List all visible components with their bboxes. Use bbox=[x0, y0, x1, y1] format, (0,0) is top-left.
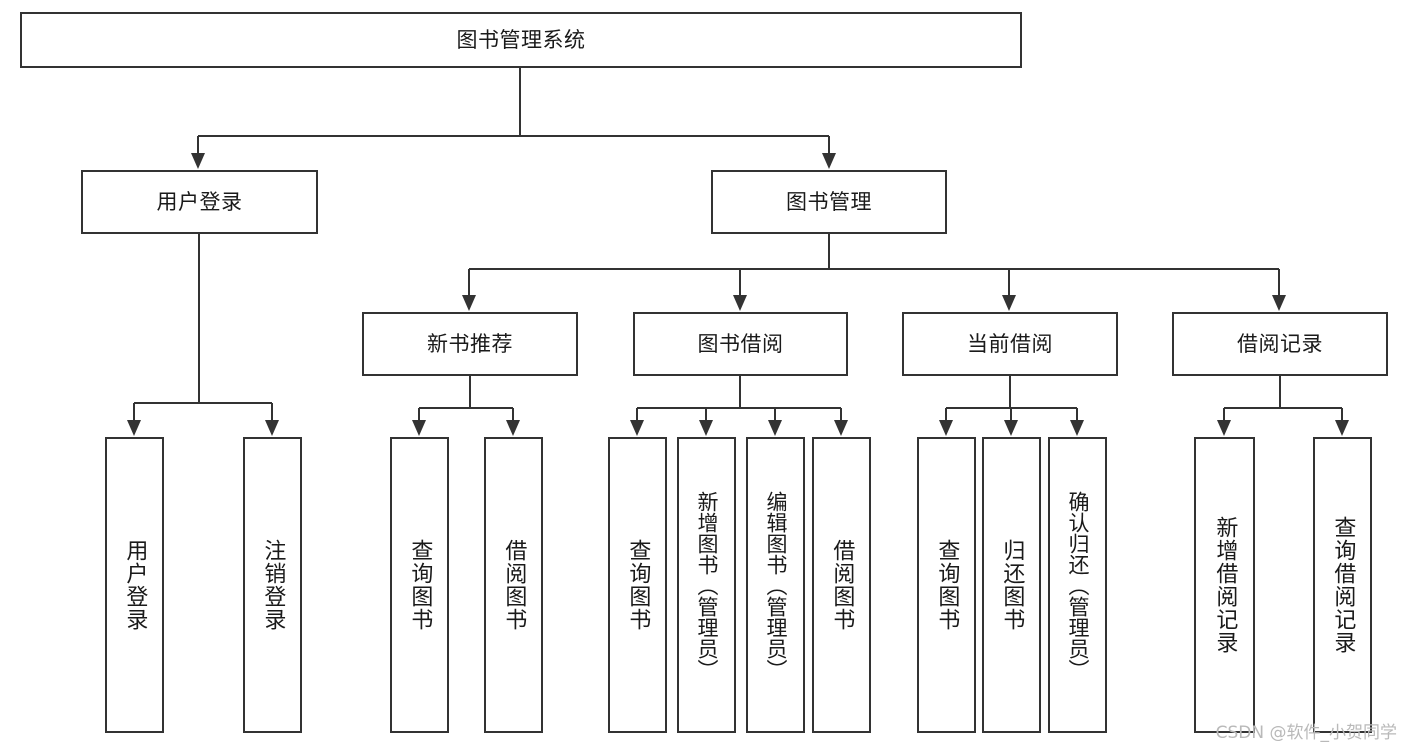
node-label: 查询图书 bbox=[407, 539, 433, 631]
arrow-head-icon bbox=[191, 153, 205, 169]
node-leaf-confirm-return[interactable]: 确认归还（管理员） bbox=[1048, 437, 1107, 733]
node-label: 查询图书 bbox=[625, 539, 651, 631]
arrow-head-icon bbox=[412, 420, 426, 436]
node-leaf-return-book[interactable]: 归还图书 bbox=[982, 437, 1041, 733]
node-root[interactable]: 图书管理系统 bbox=[20, 12, 1022, 68]
connector-group-bus bbox=[419, 407, 513, 409]
node-label: 借阅图书 bbox=[829, 539, 855, 631]
connector-group-drop bbox=[840, 408, 842, 421]
connector-root-stem bbox=[519, 68, 521, 136]
node-borrow-record[interactable]: 借阅记录 bbox=[1172, 312, 1388, 376]
connector-user-login-bus bbox=[134, 402, 272, 404]
node-label: 当前借阅 bbox=[967, 331, 1053, 356]
node-user-login[interactable]: 用户登录 bbox=[81, 170, 318, 234]
node-label: 图书管理 bbox=[786, 189, 872, 214]
node-leaf-logout[interactable]: 注销登录 bbox=[243, 437, 302, 733]
arrow-head-icon bbox=[1002, 295, 1016, 311]
connector-book-manage-drop bbox=[739, 269, 741, 296]
connector-group-stem bbox=[739, 376, 741, 408]
arrow-head-icon bbox=[768, 420, 782, 436]
connector-user-login-drop bbox=[133, 403, 135, 421]
arrow-head-icon bbox=[1070, 420, 1084, 436]
node-new-book-recommend[interactable]: 新书推荐 bbox=[362, 312, 578, 376]
node-label: 查询图书 bbox=[934, 539, 960, 631]
node-leaf-add-book[interactable]: 新增图书（管理员） bbox=[677, 437, 736, 733]
connector-book-manage-stem bbox=[828, 234, 830, 269]
connector-user-login-stem bbox=[198, 234, 200, 403]
node-label: 借阅图书 bbox=[501, 539, 527, 631]
connector-group-drop bbox=[1076, 408, 1078, 421]
connector-book-manage-drop bbox=[468, 269, 470, 296]
connector-group-bus bbox=[1224, 407, 1342, 409]
connector-root-drop bbox=[828, 136, 830, 154]
node-leaf-query-book-cb[interactable]: 查询图书 bbox=[917, 437, 976, 733]
node-leaf-borrow-book-bb[interactable]: 借阅图书 bbox=[812, 437, 871, 733]
node-leaf-add-record[interactable]: 新增借阅记录 bbox=[1194, 437, 1255, 733]
connector-group-stem bbox=[1009, 376, 1011, 408]
node-label: 用户登录 bbox=[122, 539, 148, 631]
arrow-head-icon bbox=[822, 153, 836, 169]
connector-group-drop bbox=[705, 408, 707, 421]
connector-root-drop bbox=[197, 136, 199, 154]
connector-group-drop bbox=[774, 408, 776, 421]
connector-user-login-drop bbox=[271, 403, 273, 421]
node-label: 新增借阅记录 bbox=[1212, 516, 1238, 654]
node-label: 新书推荐 bbox=[427, 331, 513, 356]
node-label: 新增图书（管理员） bbox=[695, 490, 719, 680]
connector-group-stem bbox=[1279, 376, 1281, 408]
csdn-watermark: CSDN @软件_小贺同学 bbox=[1215, 723, 1397, 743]
arrow-head-icon bbox=[939, 420, 953, 436]
connector-group-drop bbox=[945, 408, 947, 421]
node-label: 查询借阅记录 bbox=[1330, 516, 1356, 654]
arrow-head-icon bbox=[1217, 420, 1231, 436]
connector-book-manage-drop bbox=[1278, 269, 1280, 296]
connector-group-stem bbox=[469, 376, 471, 408]
node-label: 图书借阅 bbox=[697, 331, 784, 356]
connector-group-drop bbox=[1010, 408, 1012, 421]
arrow-head-icon bbox=[699, 420, 713, 436]
arrow-head-icon bbox=[265, 420, 279, 436]
node-label: 注销登录 bbox=[260, 539, 286, 631]
connector-group-drop bbox=[1223, 408, 1225, 421]
node-leaf-user-login[interactable]: 用户登录 bbox=[105, 437, 164, 733]
arrow-head-icon bbox=[1335, 420, 1349, 436]
arrow-head-icon bbox=[834, 420, 848, 436]
arrow-head-icon bbox=[1272, 295, 1286, 311]
node-book-manage[interactable]: 图书管理 bbox=[711, 170, 947, 234]
connector-group-drop bbox=[418, 408, 420, 421]
arrow-head-icon bbox=[506, 420, 520, 436]
node-label: 用户登录 bbox=[156, 189, 243, 214]
node-label: 编辑图书（管理员） bbox=[764, 490, 788, 680]
connector-group-bus bbox=[637, 407, 841, 409]
arrow-head-icon bbox=[733, 295, 747, 311]
connector-root-bus bbox=[198, 135, 829, 137]
arrow-head-icon bbox=[462, 295, 476, 311]
node-label: 归还图书 bbox=[999, 539, 1025, 631]
arrow-head-icon bbox=[630, 420, 644, 436]
node-leaf-query-book-bb[interactable]: 查询图书 bbox=[608, 437, 667, 733]
node-label: 借阅记录 bbox=[1237, 331, 1323, 356]
connector-book-manage-bus bbox=[469, 268, 1279, 270]
node-leaf-borrow-book-rec[interactable]: 借阅图书 bbox=[484, 437, 543, 733]
connector-group-drop bbox=[512, 408, 514, 421]
node-leaf-query-record[interactable]: 查询借阅记录 bbox=[1313, 437, 1372, 733]
arrow-head-icon bbox=[127, 420, 141, 436]
arrow-head-icon bbox=[1004, 420, 1018, 436]
node-label: 确认归还（管理员） bbox=[1066, 490, 1090, 680]
node-current-borrow[interactable]: 当前借阅 bbox=[902, 312, 1118, 376]
node-book-borrow[interactable]: 图书借阅 bbox=[633, 312, 848, 376]
connector-book-manage-drop bbox=[1008, 269, 1010, 296]
node-leaf-edit-book[interactable]: 编辑图书（管理员） bbox=[746, 437, 805, 733]
connector-group-drop bbox=[636, 408, 638, 421]
node-label: 图书管理系统 bbox=[456, 27, 586, 52]
connector-group-drop bbox=[1341, 408, 1343, 421]
node-leaf-query-book-rec[interactable]: 查询图书 bbox=[390, 437, 449, 733]
